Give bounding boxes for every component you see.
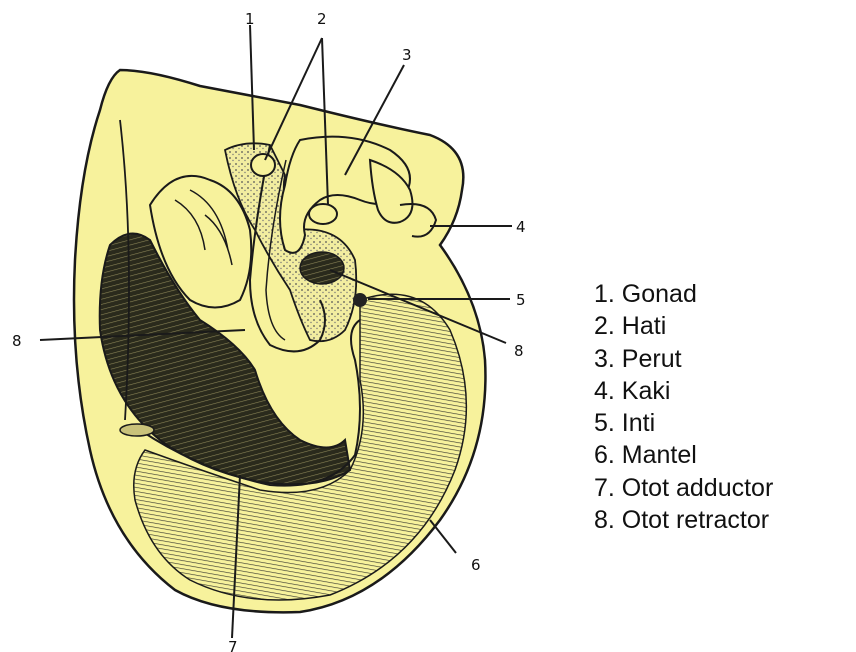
legend-item-kaki: 4. Kaki — [594, 375, 773, 407]
callout-1: 1 — [245, 10, 255, 28]
callout-7: 7 — [228, 638, 238, 652]
legend-item-hati: 2. Hati — [594, 310, 773, 342]
callout-6: 6 — [471, 556, 481, 574]
core-spot — [353, 293, 367, 307]
callout-2: 2 — [317, 10, 327, 28]
muscle-scar — [120, 424, 154, 436]
callout-8-right: 8 — [514, 342, 524, 360]
callout-4: 4 — [516, 218, 526, 236]
legend-item-perut: 3. Perut — [594, 343, 773, 375]
legend-item-mantel: 6. Mantel — [594, 439, 773, 471]
dark-gland — [300, 252, 344, 284]
liver-lobe-lower — [309, 204, 337, 224]
callout-8-left: 8 — [12, 332, 22, 350]
legend: 1. Gonad 2. Hati 3. Perut 4. Kaki 5. Int… — [594, 278, 773, 536]
liver-lobe-upper — [251, 154, 275, 176]
legend-item-otot-adductor: 7. Otot adductor — [594, 472, 773, 504]
callout-3: 3 — [402, 46, 412, 64]
callout-5: 5 — [516, 291, 526, 309]
legend-item-inti: 5. Inti — [594, 407, 773, 439]
legend-item-otot-retractor: 8. Otot retractor — [594, 504, 773, 536]
legend-item-gonad: 1. Gonad — [594, 278, 773, 310]
